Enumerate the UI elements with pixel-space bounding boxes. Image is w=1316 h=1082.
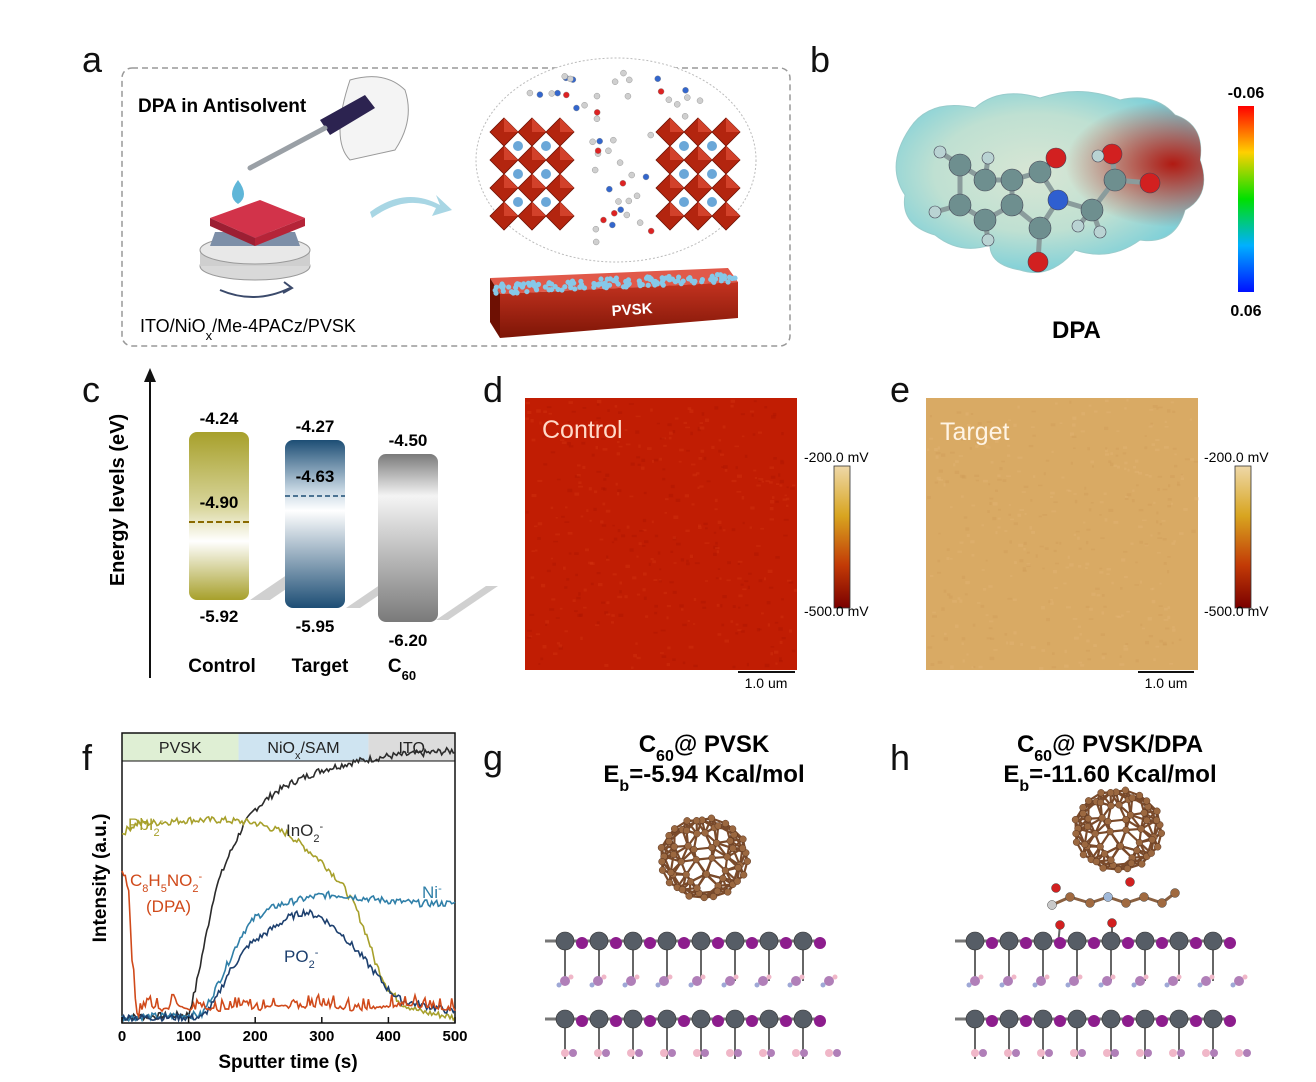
control-map-label: Control	[542, 416, 623, 444]
control-colorbar-max: -200.0 mV	[804, 449, 869, 465]
series-label-dpa: C8H5NO2-	[130, 871, 202, 895]
target-band-bar	[285, 440, 345, 608]
target-cb-value: -4.27	[296, 417, 335, 436]
c60-band-bar	[378, 454, 438, 622]
x-tick-label-1: 100	[176, 1028, 201, 1045]
target-colorbar-max: -200.0 mV	[1204, 449, 1269, 465]
panel-letter-g: g	[483, 737, 503, 778]
c60-vb-value: -6.20	[389, 631, 428, 650]
panel-letter-f: f	[82, 737, 93, 778]
dpa-molecule-label: DPA	[1052, 317, 1101, 344]
control-vb-value: -5.92	[200, 607, 239, 626]
panel-g: C60@ PVSK Eb=-5.94 Kcal/mol	[545, 731, 841, 1059]
target-fermi-value: -4.63	[296, 467, 335, 486]
pvsk-film-label: PVSK	[611, 300, 653, 320]
series-label-ni: Ni-	[422, 883, 442, 902]
x-tick-label-5: 500	[442, 1028, 467, 1045]
panel-letter-e: e	[890, 369, 910, 410]
chart-y-axis-label: Intensity (a.u.)	[90, 814, 111, 943]
target-vb-value: -5.95	[296, 617, 335, 636]
series-line-4	[122, 871, 455, 1017]
panel-a: DPA in Antisolvent ITO/NiOx/Me-4PACz/PVS…	[122, 58, 790, 346]
c60-bar-label: C60	[388, 656, 416, 683]
region-label-0: PVSK	[159, 740, 202, 757]
perovskite-slab-model-g	[545, 932, 841, 1059]
esp-scale-top: -0.06	[1228, 85, 1265, 102]
c60-cb-value: -4.50	[389, 431, 428, 450]
stack-label: ITO/NiOx/Me-4PACz/PVSK	[140, 316, 356, 343]
control-band-bar	[189, 432, 249, 600]
panel-e: Target -200.0 mV -500.0 mV 1.0 um	[926, 398, 1269, 691]
x-tick-label-4: 400	[376, 1028, 401, 1045]
control-fermi-value: -4.90	[200, 493, 239, 512]
target-map-label: Target	[940, 418, 1010, 446]
x-tick-label-0: 0	[118, 1028, 126, 1045]
panel-letter-a: a	[82, 39, 103, 80]
target-colorbar-min: -500.0 mV	[1204, 603, 1269, 619]
crystal-zoom-illustration	[476, 58, 756, 262]
control-cb-value: -4.24	[200, 409, 239, 428]
x-tick-label-3: 300	[309, 1028, 334, 1045]
series-label-pbi2: PbI2-	[128, 815, 164, 839]
panel-c: Energy levels (eV) -4.24 -4.90 -5.92 -4.…	[107, 368, 498, 683]
series-label-dpa-line2: (DPA)	[146, 897, 191, 916]
droplet-icon	[232, 180, 244, 204]
series-label-ino2: InO2-	[286, 821, 324, 845]
control-scalebar-label: 1.0 um	[745, 675, 788, 691]
control-colorbar	[834, 466, 850, 608]
panel-letter-h: h	[890, 737, 910, 778]
panel-h-title: C60@ PVSK/DPA	[1017, 731, 1203, 765]
panel-g-energy: Eb=-5.94 Kcal/mol	[603, 761, 804, 795]
esp-scale-bottom: 0.06	[1230, 303, 1261, 320]
target-colorbar	[1235, 466, 1251, 608]
energy-axis-label: Energy levels (eV)	[107, 414, 129, 586]
c60-fullerene-model-h	[1072, 787, 1165, 873]
spin-coater-illustration	[200, 200, 310, 297]
panel-d: Control -200.0 mV -500.0 mV 1.0 um	[525, 398, 869, 691]
process-arrow-icon	[370, 195, 452, 218]
target-bar-label: Target	[292, 656, 349, 677]
series-line-1	[122, 817, 455, 1020]
panel-letter-c: c	[82, 369, 100, 410]
control-bar-label: Control	[188, 656, 256, 677]
c60-fullerene-model-g	[658, 815, 751, 901]
panel-h: C60@ PVSK/DPA Eb=-11.60 Kcal/mol	[955, 731, 1251, 1059]
perovskite-slab-model-h	[955, 932, 1251, 1059]
panel-letter-b: b	[810, 39, 830, 80]
x-tick-label-2: 200	[243, 1028, 268, 1045]
dpa-antisolvent-label: DPA in Antisolvent	[138, 96, 307, 117]
target-scalebar-label: 1.0 um	[1145, 675, 1188, 691]
panel-letter-d: d	[483, 369, 503, 410]
esp-colorbar	[1238, 106, 1254, 292]
control-colorbar-min: -500.0 mV	[804, 603, 869, 619]
panel-g-title: C60@ PVSK	[639, 731, 770, 765]
chart-x-axis-label: Sputter time (s)	[218, 1052, 357, 1073]
pvsk-film-illustration: PVSK	[490, 268, 738, 338]
series-label-po2: PO2-	[284, 947, 319, 971]
panel-b: DPA -0.06 0.06	[896, 85, 1264, 344]
